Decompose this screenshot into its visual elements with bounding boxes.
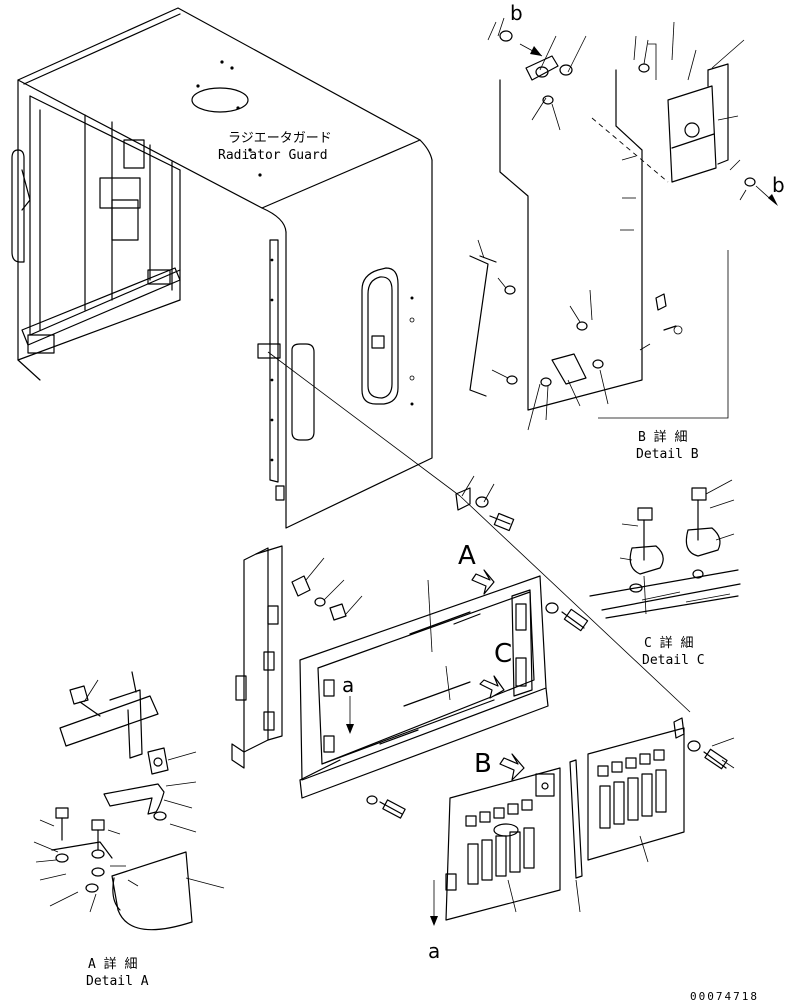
radiator-guard [11, 7, 433, 529]
ref-letter-A: A [458, 541, 476, 571]
radiator-guard-label-jp: ラジエータガード [228, 131, 332, 146]
radiator-guard-label-en: Radiator Guard [218, 148, 328, 163]
detail-a-label-en: Detail A [86, 974, 149, 989]
ref-letter-C: C [494, 639, 512, 669]
lower-frame-assembly [231, 475, 589, 819]
ref-letter-b-right: b [772, 173, 785, 197]
ref-letter-a-top: a [342, 673, 354, 697]
detail-b-label-jp: B 詳 細 [638, 429, 687, 445]
detail-a-assembly [33, 671, 225, 931]
detail-b-label-en: Detail B [636, 447, 699, 462]
leader-guard-to-panel [267, 351, 461, 497]
panel-2-slots [597, 749, 667, 829]
detail-c-assembly [589, 479, 741, 619]
filter-panels [430, 717, 735, 926]
drawing-number: 00074718 [690, 990, 759, 1003]
detail-c-label-jp: C 詳 細 [644, 635, 693, 651]
detail-b-assembly [469, 17, 778, 431]
detail-a-label-jp: A 詳 細 [88, 956, 137, 972]
detail-c-label-en: Detail C [642, 653, 705, 668]
ref-letter-B: B [474, 749, 492, 779]
ref-letter-b-top: b [510, 1, 523, 25]
panel-1-slots [465, 799, 535, 885]
ref-letter-a-bottom: a [428, 939, 440, 963]
